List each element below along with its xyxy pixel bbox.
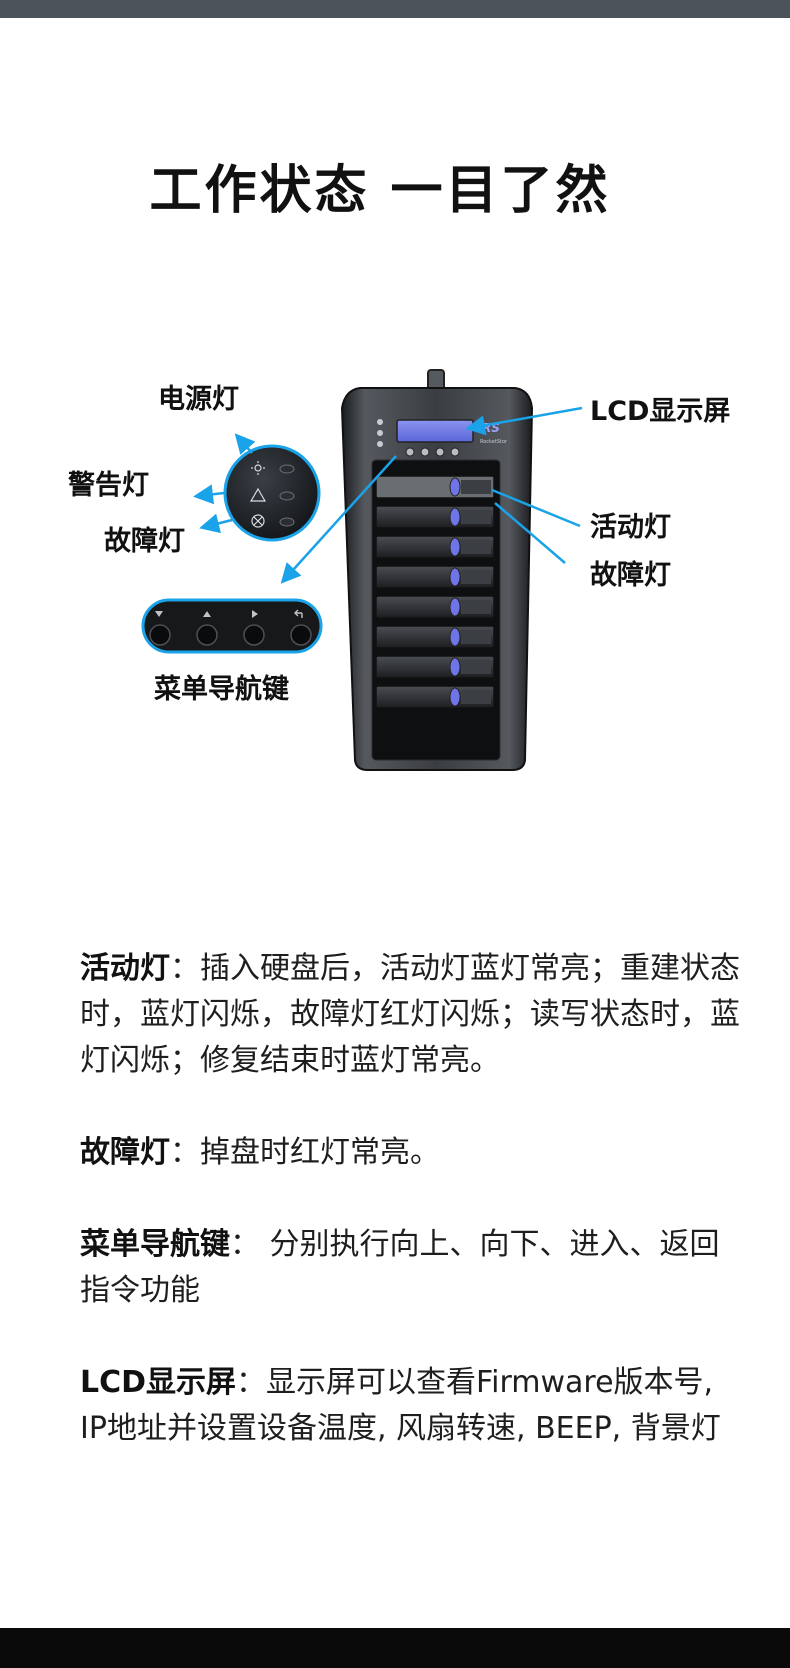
description-colon: ： xyxy=(230,1227,270,1262)
svg-text:RocketStor: RocketStor xyxy=(480,439,508,445)
drive-tray xyxy=(375,565,495,589)
product-diagram: RS RocketStor xyxy=(0,360,790,780)
drive-tray xyxy=(375,535,495,559)
drive-bays xyxy=(375,475,495,709)
power-icon xyxy=(251,461,265,475)
description-term: 故障灯 xyxy=(80,1135,170,1170)
description-lcd-screen: LCD显示屏：显示屏可以查看Firmware版本号, IP地址并设置设备温度, … xyxy=(80,1360,740,1452)
drive-tray xyxy=(375,655,495,679)
down-arrow-icon xyxy=(155,611,163,617)
description-colon: ： xyxy=(170,1135,200,1170)
front-status-leds xyxy=(377,419,383,447)
description-text: 插入硬盘后，活动灯蓝灯常亮；重建状态时，蓝灯闪烁，故障灯红灯闪烁；读写状态时，蓝… xyxy=(80,951,740,1078)
front-buttons xyxy=(405,447,460,457)
callout-power-light: 电源灯 xyxy=(158,384,239,415)
drive-tray xyxy=(375,625,495,649)
description-text: 显示屏可以查看Firmware版本号, IP地址并设置设备温度, 风扇转速, B… xyxy=(80,1365,721,1446)
drive-tray xyxy=(375,475,495,499)
description-term: LCD显示屏 xyxy=(80,1365,237,1400)
drive-tray xyxy=(375,505,495,529)
description-term: 活动灯 xyxy=(80,951,170,986)
fault-icon xyxy=(251,514,265,528)
description-text: 分别执行向上、向下、进入、返回指令功能 xyxy=(80,1227,720,1308)
status-led-zoom xyxy=(223,444,321,542)
drive-tray xyxy=(375,685,495,709)
description-colon: ： xyxy=(170,951,200,986)
callout-fault-light-right: 故障灯 xyxy=(590,560,671,591)
description-colon: ： xyxy=(236,1365,267,1400)
description-text: 掉盘时红灯常亮。 xyxy=(200,1135,440,1170)
return-arrow-icon xyxy=(294,609,303,618)
lcd-screen xyxy=(396,419,474,443)
page-title: 工作状态 一目了然 xyxy=(149,161,611,221)
description-menu-keys: 菜单导航键： 分别执行向上、向下、进入、返回指令功能 xyxy=(80,1222,740,1314)
description-activity-light: 活动灯：插入硬盘后，活动灯蓝灯常亮；重建状态时，蓝灯闪烁，故障灯红灯闪烁；读写状… xyxy=(80,946,740,1084)
callout-warning-light: 警告灯 xyxy=(68,470,149,501)
warning-icon xyxy=(249,487,267,502)
callout-menu-keys: 菜单导航键 xyxy=(154,674,289,705)
description-fault-light: 故障灯：掉盘时红灯常亮。 xyxy=(80,1130,740,1176)
callout-arrows xyxy=(193,406,583,584)
bottom-bar xyxy=(0,1628,790,1668)
callout-fault-light-left: 故障灯 xyxy=(104,526,185,557)
up-arrow-icon xyxy=(203,611,211,617)
drive-tray xyxy=(375,595,495,619)
top-bar xyxy=(0,0,790,18)
menu-keys-zoom xyxy=(141,598,323,654)
callout-lcd-screen: LCD显示屏 xyxy=(590,396,731,427)
callout-activity-light: 活动灯 xyxy=(590,512,671,543)
product-diagram-art: RS RocketStor xyxy=(141,369,583,771)
description-term: 菜单导航键 xyxy=(80,1227,230,1262)
enter-arrow-icon xyxy=(252,610,258,618)
